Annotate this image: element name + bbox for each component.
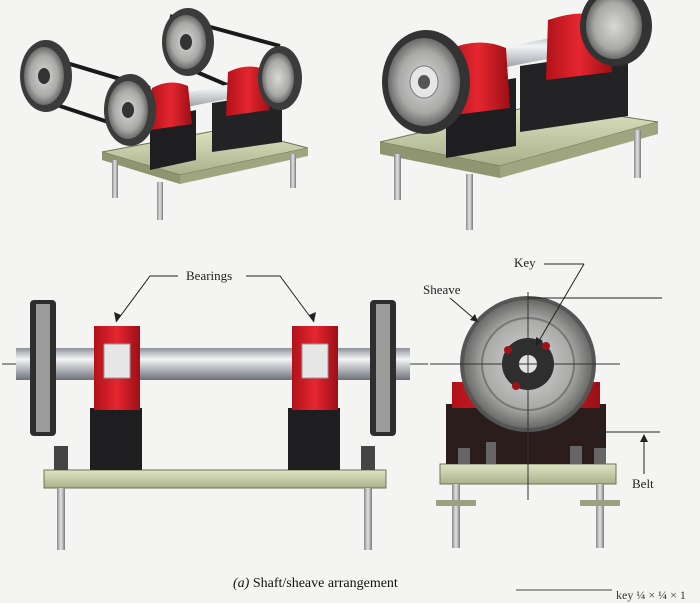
caption-text: Shaft/sheave arrangement [252,576,398,591]
figure-caption: (a) Shaft/sheave arrangement [233,576,398,592]
front-view-shaft [2,275,428,550]
sheave-label: Sheave [423,282,461,297]
side-view-sheave [430,263,662,548]
caption-part: (a) [233,576,250,591]
cutoff-note: key ¼ × ¼ × 1 [616,588,686,602]
isometric-view-right [379,0,659,230]
belt-label: Belt [632,476,654,491]
bearings-label: Bearings [186,268,233,283]
key-label: Key [514,255,536,270]
isometric-view-left [20,8,309,220]
